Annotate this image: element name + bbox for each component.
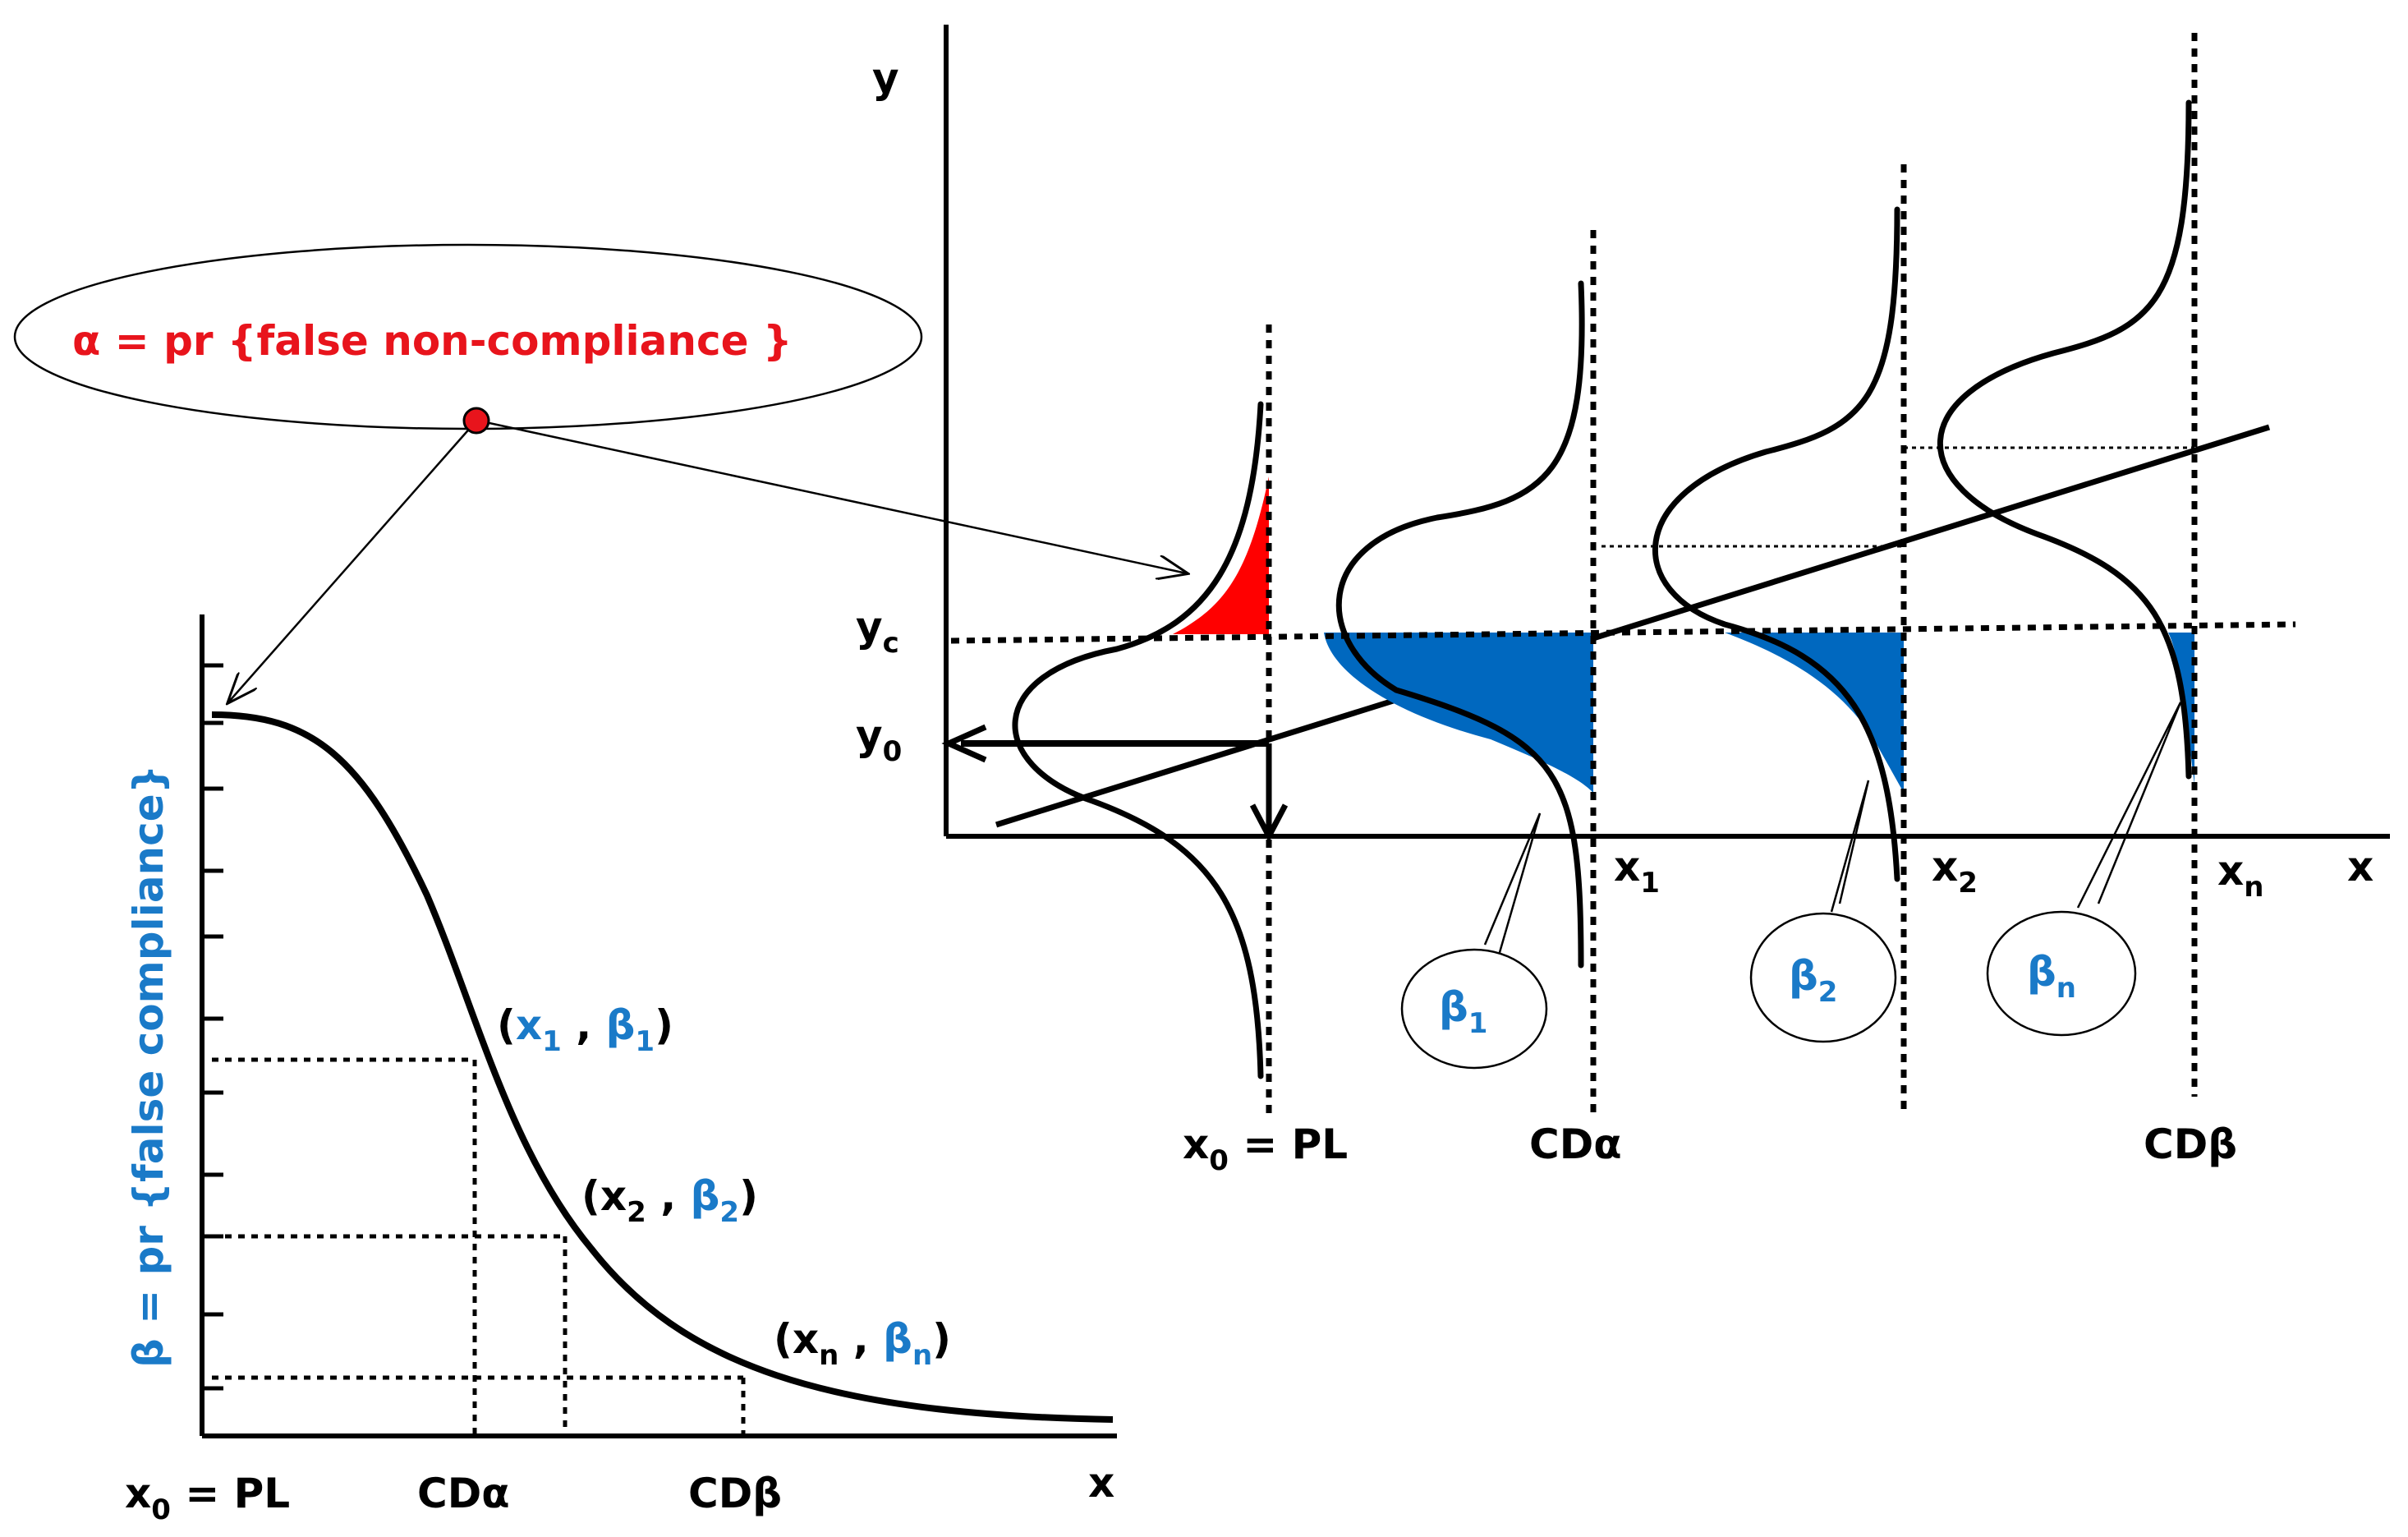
y0-arrowhead-left — [941, 724, 987, 763]
point-1-label: (x1 , β1) — [497, 1001, 673, 1058]
dotted-guides — [950, 33, 2296, 1113]
beta1-bubble-label: β1 — [1439, 983, 1487, 1040]
right-cda-label: CDα — [1529, 1121, 1622, 1168]
x2-label: x2 — [1932, 843, 1978, 900]
dist-curve-2 — [1652, 206, 1900, 882]
calibration-line — [995, 424, 2271, 828]
alpha-text: α = pr {false non-compliance } — [72, 317, 793, 365]
left-plot: β = pr {false compliance} x x0 = PL CDα … — [125, 614, 1117, 1526]
beta-bubbles — [1400, 702, 2182, 1070]
right-x-axis-label: x — [2347, 843, 2374, 890]
dist-curve-0 — [1012, 401, 1264, 1079]
right-x0-pl-label: x0 = PL — [1183, 1121, 1348, 1177]
point-2-label: (x2 , β2) — [581, 1172, 758, 1229]
alpha-area — [1173, 476, 1269, 634]
right-plot: β1 β2 βn y x yc y0 x1 x2 xn x0 = PL CDα … — [856, 25, 2390, 1177]
left-x0-pl-label: x0 = PL — [125, 1470, 290, 1526]
alpha-pointer-right — [477, 419, 1187, 573]
dist-curve-n — [1937, 99, 2192, 780]
yc-label: yc — [856, 603, 899, 660]
distribution-curves — [1012, 99, 2192, 1079]
x1-label: x1 — [1614, 843, 1660, 900]
alpha-callout: α = pr {false non-compliance } — [13, 243, 1187, 702]
beta2-bubble-label: β2 — [1789, 952, 1837, 1009]
left-cdb-label: CDβ — [688, 1470, 782, 1517]
beta2-area — [1725, 633, 1904, 793]
left-x-axis-label: x — [1088, 1459, 1114, 1507]
dist-curve-1 — [1335, 280, 1585, 969]
left-dotted-guides — [212, 1057, 746, 1433]
betan-area — [2168, 633, 2194, 785]
alpha-pointer-left — [228, 425, 473, 702]
left-cda-label: CDα — [417, 1470, 510, 1517]
power-curve — [211, 711, 1114, 1423]
point-n-label: (xn , βn) — [774, 1315, 951, 1372]
left-y-ticks — [202, 663, 223, 1391]
xn-label: xn — [2217, 847, 2263, 904]
y0-arrowhead-down — [1249, 803, 1289, 843]
right-cdb-label: CDβ — [2144, 1121, 2237, 1168]
y0-label: y0 — [856, 711, 902, 768]
left-y-axis-label: β = pr {false compliance} — [125, 765, 172, 1368]
right-y-axis-label: y — [872, 54, 899, 102]
alpha-dot — [462, 407, 490, 435]
betan-bubble-label: βn — [2027, 948, 2076, 1005]
